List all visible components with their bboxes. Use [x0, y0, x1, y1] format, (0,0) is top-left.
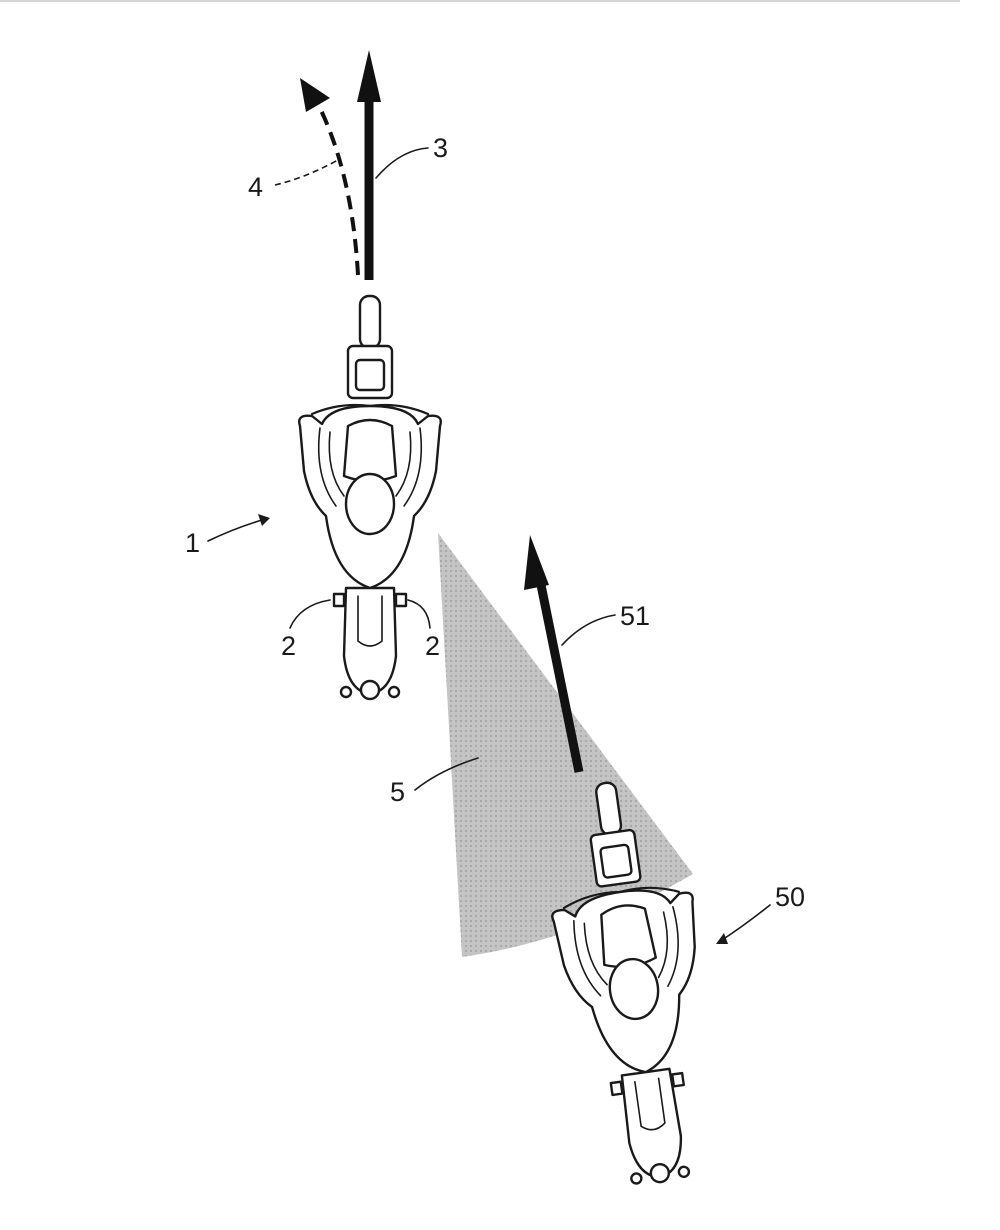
label-other-motorcycle: 50 — [775, 882, 805, 912]
leader-arrowhead-1 — [258, 514, 270, 526]
travel-path-arrow — [357, 50, 381, 280]
label-predicted-path: 4 — [248, 172, 263, 202]
other-travel-path-arrow — [524, 535, 584, 773]
leader-line-1 — [207, 519, 263, 542]
leader-line-50 — [721, 904, 771, 941]
leader-line-3 — [375, 147, 429, 179]
label-other-travel-path: 51 — [620, 601, 650, 631]
leader-line-5 — [414, 757, 479, 791]
label-travel-path: 3 — [433, 133, 448, 163]
leader-line-51 — [561, 614, 616, 646]
leader-line-2-right — [407, 599, 431, 629]
host-motorcycle — [298, 294, 442, 701]
label-sensor-left: 2 — [281, 631, 296, 661]
label-sensor-right: 2 — [425, 631, 440, 661]
leader-line-4 — [274, 159, 339, 186]
leader-line-2-left — [289, 599, 331, 629]
leader-arrowhead-50 — [716, 933, 728, 944]
top-border-line — [0, 0, 960, 2]
predicted-path-arrow — [300, 78, 360, 276]
label-detection-area: 5 — [390, 777, 405, 807]
label-host-motorcycle: 1 — [185, 528, 200, 558]
